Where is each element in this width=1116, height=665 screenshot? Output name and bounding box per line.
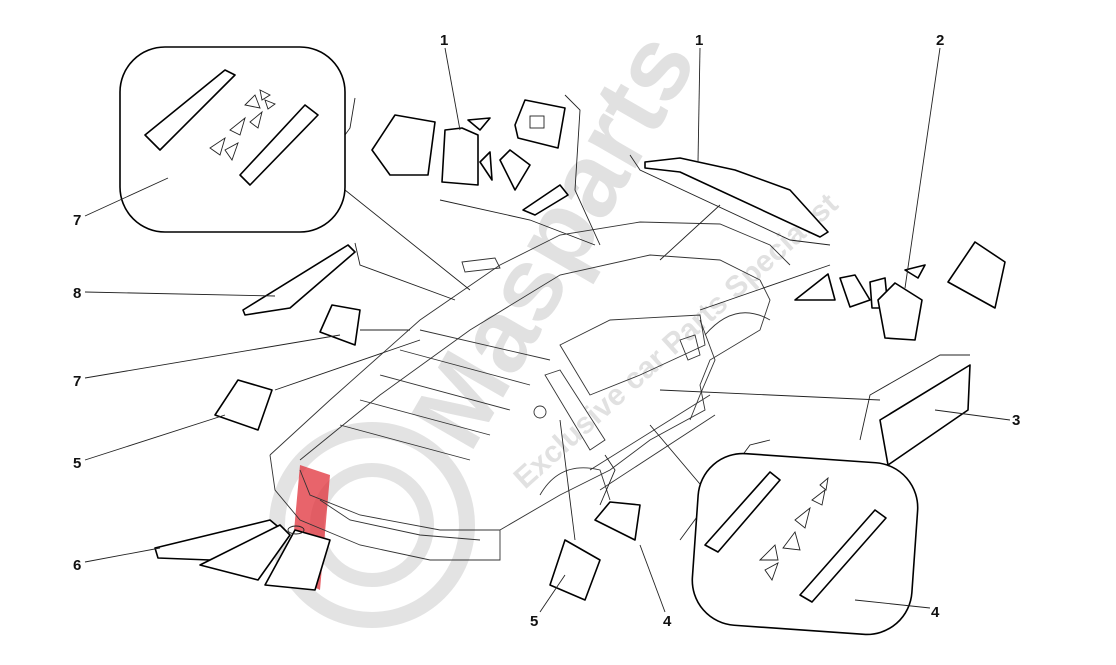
part-8-panel [242, 244, 356, 316]
part-7-lower-panel [319, 304, 361, 346]
part-5-left-panel [214, 379, 273, 431]
callout-1-left: 1 [440, 32, 448, 49]
watermark-brand: Masparts [389, 13, 718, 466]
part-7-upper-panel [119, 46, 346, 233]
callout-leaders [84, 47, 1011, 613]
part-6-panels [154, 519, 331, 591]
callout-7-lower: 7 [73, 373, 81, 390]
callout-8: 8 [73, 285, 81, 302]
callouts: 1 1 2 3 4 4 5 6 5 7 8 7 [73, 32, 1020, 630]
callout-3: 3 [1012, 412, 1020, 429]
callout-5-left: 5 [73, 455, 81, 472]
part-3-panel [879, 364, 971, 466]
callout-4-bottom: 4 [663, 613, 672, 630]
part-4-small-panel [594, 501, 641, 541]
callout-2: 2 [936, 32, 944, 49]
part-2-right-group [794, 241, 1006, 341]
callout-4-right: 4 [931, 604, 940, 621]
callout-1-right: 1 [695, 32, 703, 49]
part-1-roof-panel [644, 157, 829, 238]
callout-5-bottom: 5 [530, 613, 538, 630]
callout-6: 6 [73, 557, 81, 574]
callout-7-upper: 7 [73, 212, 81, 229]
car-body [269, 221, 791, 561]
part-4-large-panel [691, 452, 919, 636]
part-5-bottom-panel [549, 539, 601, 601]
part-1-left-group [371, 99, 569, 216]
